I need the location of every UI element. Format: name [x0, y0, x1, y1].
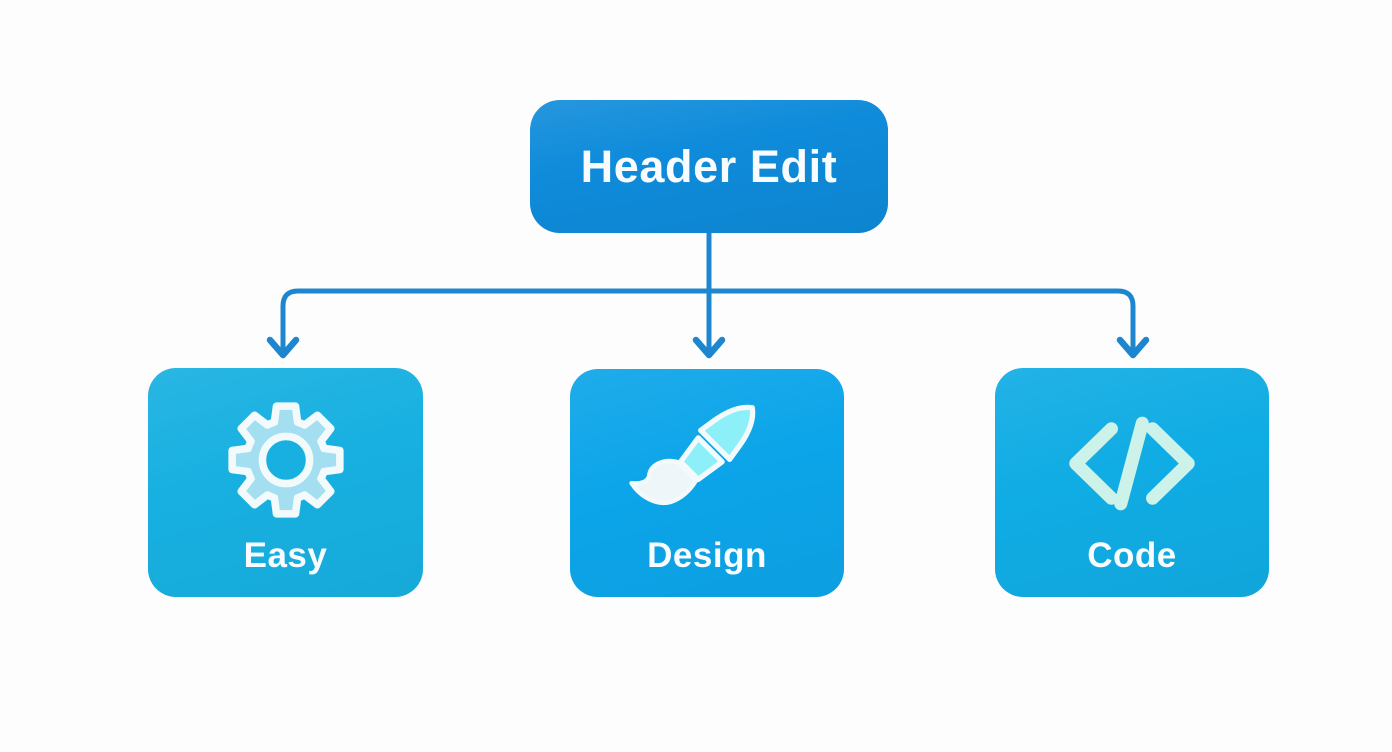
- node-easy-label: Easy: [243, 536, 328, 575]
- arrowhead-design: [692, 336, 726, 359]
- code-slash: [1114, 416, 1149, 511]
- arrowhead-code: [1116, 336, 1150, 359]
- code-left-chevron: [1069, 422, 1118, 505]
- gear-icon: [227, 402, 344, 518]
- brush-blade: [698, 404, 756, 462]
- node-code-label: Code: [1087, 536, 1177, 575]
- code-icon: [1069, 416, 1195, 511]
- node-header-edit: Header Edit: [530, 100, 888, 233]
- node-design-label: Design: [647, 536, 767, 575]
- node-header-edit-label: Header Edit: [580, 140, 838, 192]
- connector-branch-bar: [280, 288, 1136, 354]
- node-code: Code: [995, 368, 1269, 597]
- gear-hub: [258, 432, 313, 488]
- code-right-chevron: [1146, 422, 1195, 505]
- node-design: Design: [570, 369, 844, 597]
- brush-bristles: [629, 458, 699, 506]
- arrowhead-easy: [266, 336, 300, 359]
- node-easy: Easy: [148, 368, 423, 597]
- paintbrush-icon: [629, 404, 756, 506]
